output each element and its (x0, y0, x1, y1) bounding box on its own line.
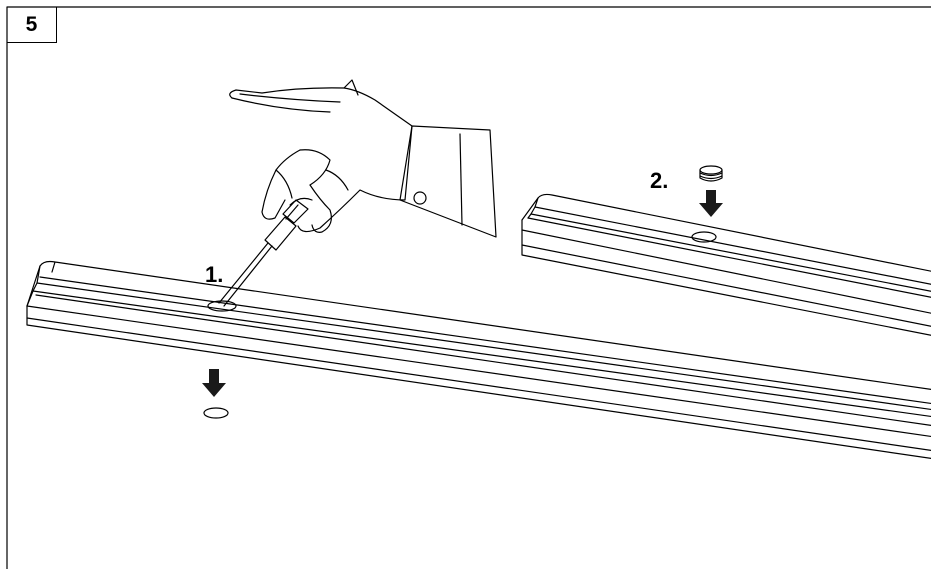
screwdriver-icon (218, 199, 309, 307)
rail-hole-back (691, 231, 717, 243)
step-1-label: 1. (205, 262, 224, 287)
removed-cap (203, 407, 229, 419)
step-number: 5 (25, 12, 38, 36)
cuff-button (413, 191, 427, 205)
front-rail (26, 260, 931, 460)
arrow-down-icon-front (202, 369, 226, 397)
rail-hole-front (207, 300, 237, 312)
step-number-badge: 5 (7, 7, 57, 43)
arrow-down-icon (699, 190, 723, 217)
hand-with-screwdriver-icon (229, 79, 497, 238)
hole-cap-icon (699, 165, 723, 182)
back-rail (521, 193, 931, 336)
step-2-label: 2. (650, 168, 669, 193)
figure-border (6, 6, 931, 569)
